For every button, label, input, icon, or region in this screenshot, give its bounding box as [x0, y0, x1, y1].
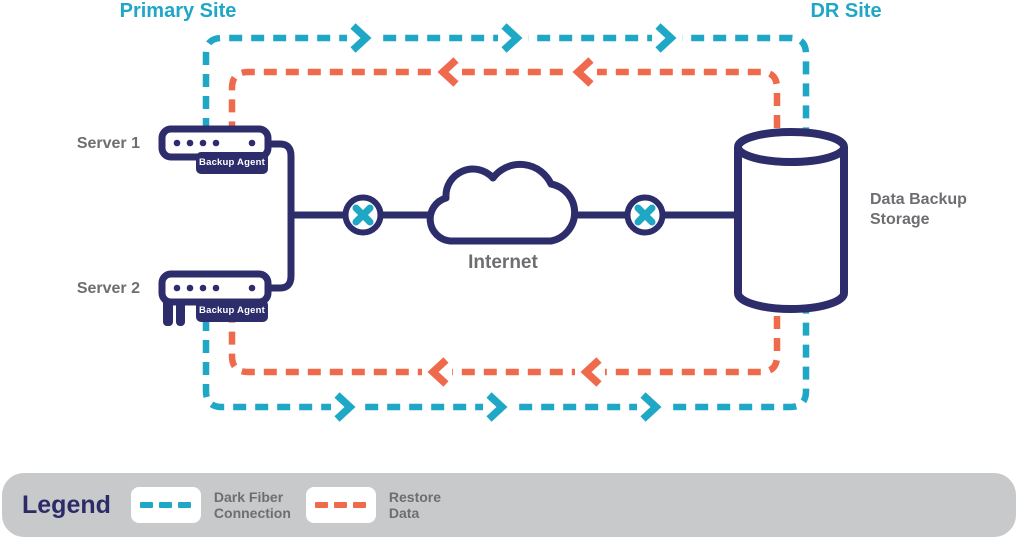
internet-label: Internet — [468, 252, 538, 273]
flow-arrows — [331, 20, 682, 425]
restore-bottom-path — [228, 294, 781, 376]
server1-label: Server 1 — [76, 135, 140, 152]
restore-top-path — [228, 68, 781, 150]
server2-icon — [158, 270, 272, 326]
dash-segment — [353, 501, 367, 509]
dash-segment — [140, 501, 154, 509]
dash-segment — [315, 501, 329, 509]
x-node-icon-left — [342, 194, 384, 236]
dash-segment — [178, 501, 192, 509]
server2-label: Server 2 — [76, 280, 140, 297]
diagram-canvas — [158, 20, 848, 425]
storage-label: Data Backup Storage — [870, 191, 967, 228]
legend-title: Legend — [22, 490, 111, 519]
dark-fiber-label: Dark Fiber Connection — [213, 488, 291, 521]
internet-cloud-icon — [426, 160, 579, 245]
restore-data-label: Restore Data — [388, 488, 442, 521]
restore-data-swatch — [305, 487, 376, 523]
primary-site-title: Primary Site — [119, 0, 237, 22]
connector-lines — [266, 140, 740, 292]
server2-backup-agent-badge: Backup Agent — [196, 300, 268, 322]
dr-site-title: DR Site — [810, 0, 882, 22]
server1-backup-agent-badge: Backup Agent — [196, 152, 268, 174]
x-node-icon-right — [624, 194, 666, 236]
storage-cylinder-icon — [734, 128, 848, 313]
dash-segment — [159, 501, 173, 509]
legend-bar: Legend Dark Fiber Connection Restore Dat… — [2, 473, 1016, 537]
dash-segment — [334, 501, 348, 509]
dark-fiber-swatch — [130, 487, 201, 523]
